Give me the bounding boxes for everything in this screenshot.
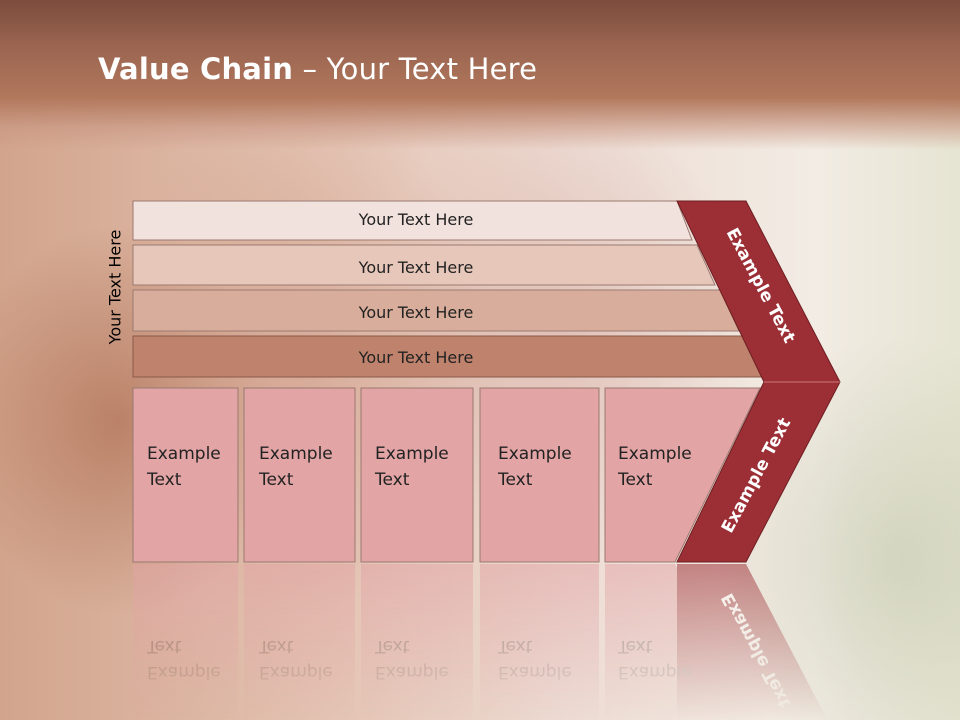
cell-1-shape	[132, 387, 239, 563]
cell-3[interactable]: Example Text	[360, 387, 474, 563]
reflection-cell-2-line1: Example	[259, 662, 333, 682]
row-3[interactable]: Your Text Here	[132, 289, 740, 332]
row-4[interactable]: Your Text Here	[132, 335, 764, 378]
cell-4-line1: Example	[498, 444, 572, 464]
row-1-label: Your Text Here	[358, 210, 474, 229]
cell-3-shape	[360, 387, 474, 563]
cell-1[interactable]: Example Text	[132, 387, 239, 563]
reflection-cell-4-line1: Example	[498, 662, 572, 682]
slide-title[interactable]: Value Chain – Your Text Here	[98, 52, 537, 86]
cell-2-shape	[243, 387, 356, 563]
reflection-cell-4-line2: Text	[497, 636, 533, 656]
slide-title-rest: – Your Text Here	[293, 52, 538, 86]
cell-5[interactable]: Example Text	[604, 387, 761, 563]
row-2-label: Your Text Here	[358, 258, 474, 277]
cell-4-line2: Text	[497, 470, 533, 490]
row-3-label: Your Text Here	[358, 303, 474, 322]
cell-4-shape	[479, 387, 600, 563]
cell-4[interactable]: Example Text	[479, 387, 600, 563]
cell-2-line2: Text	[258, 470, 294, 490]
reflection-cell-5-line1: Example	[618, 662, 692, 682]
reflection-cell-3-line1: Example	[375, 662, 449, 682]
reflection-cell-5-line2: Text	[617, 636, 653, 656]
row-4-label: Your Text Here	[358, 348, 474, 367]
reflection-cell-1-line1: Example	[147, 662, 221, 682]
reflection-cell-1-line2: Text	[146, 636, 182, 656]
reflection-cell-2-line2: Text	[258, 636, 294, 656]
cell-1-line1: Example	[147, 444, 221, 464]
diagram-reflection: Example Text Example Text Example Text E…	[133, 564, 828, 720]
cell-2[interactable]: Example Text	[243, 387, 356, 563]
cell-5-line1: Example	[618, 444, 692, 464]
cell-1-line2: Text	[146, 470, 182, 490]
row-2-shape	[132, 244, 716, 286]
cell-5-shape	[604, 387, 761, 563]
cell-3-line1: Example	[375, 444, 449, 464]
reflection-cell-3-line2: Text	[374, 636, 410, 656]
cell-2-line1: Example	[259, 444, 333, 464]
row-1[interactable]: Your Text Here	[132, 200, 693, 241]
row-1-shape	[132, 200, 693, 241]
title-band	[0, 0, 960, 150]
cell-3-line2: Text	[374, 470, 410, 490]
row-2[interactable]: Your Text Here	[132, 244, 716, 286]
cell-5-line2: Text	[617, 470, 653, 490]
slide-title-bold: Value Chain	[98, 52, 294, 86]
